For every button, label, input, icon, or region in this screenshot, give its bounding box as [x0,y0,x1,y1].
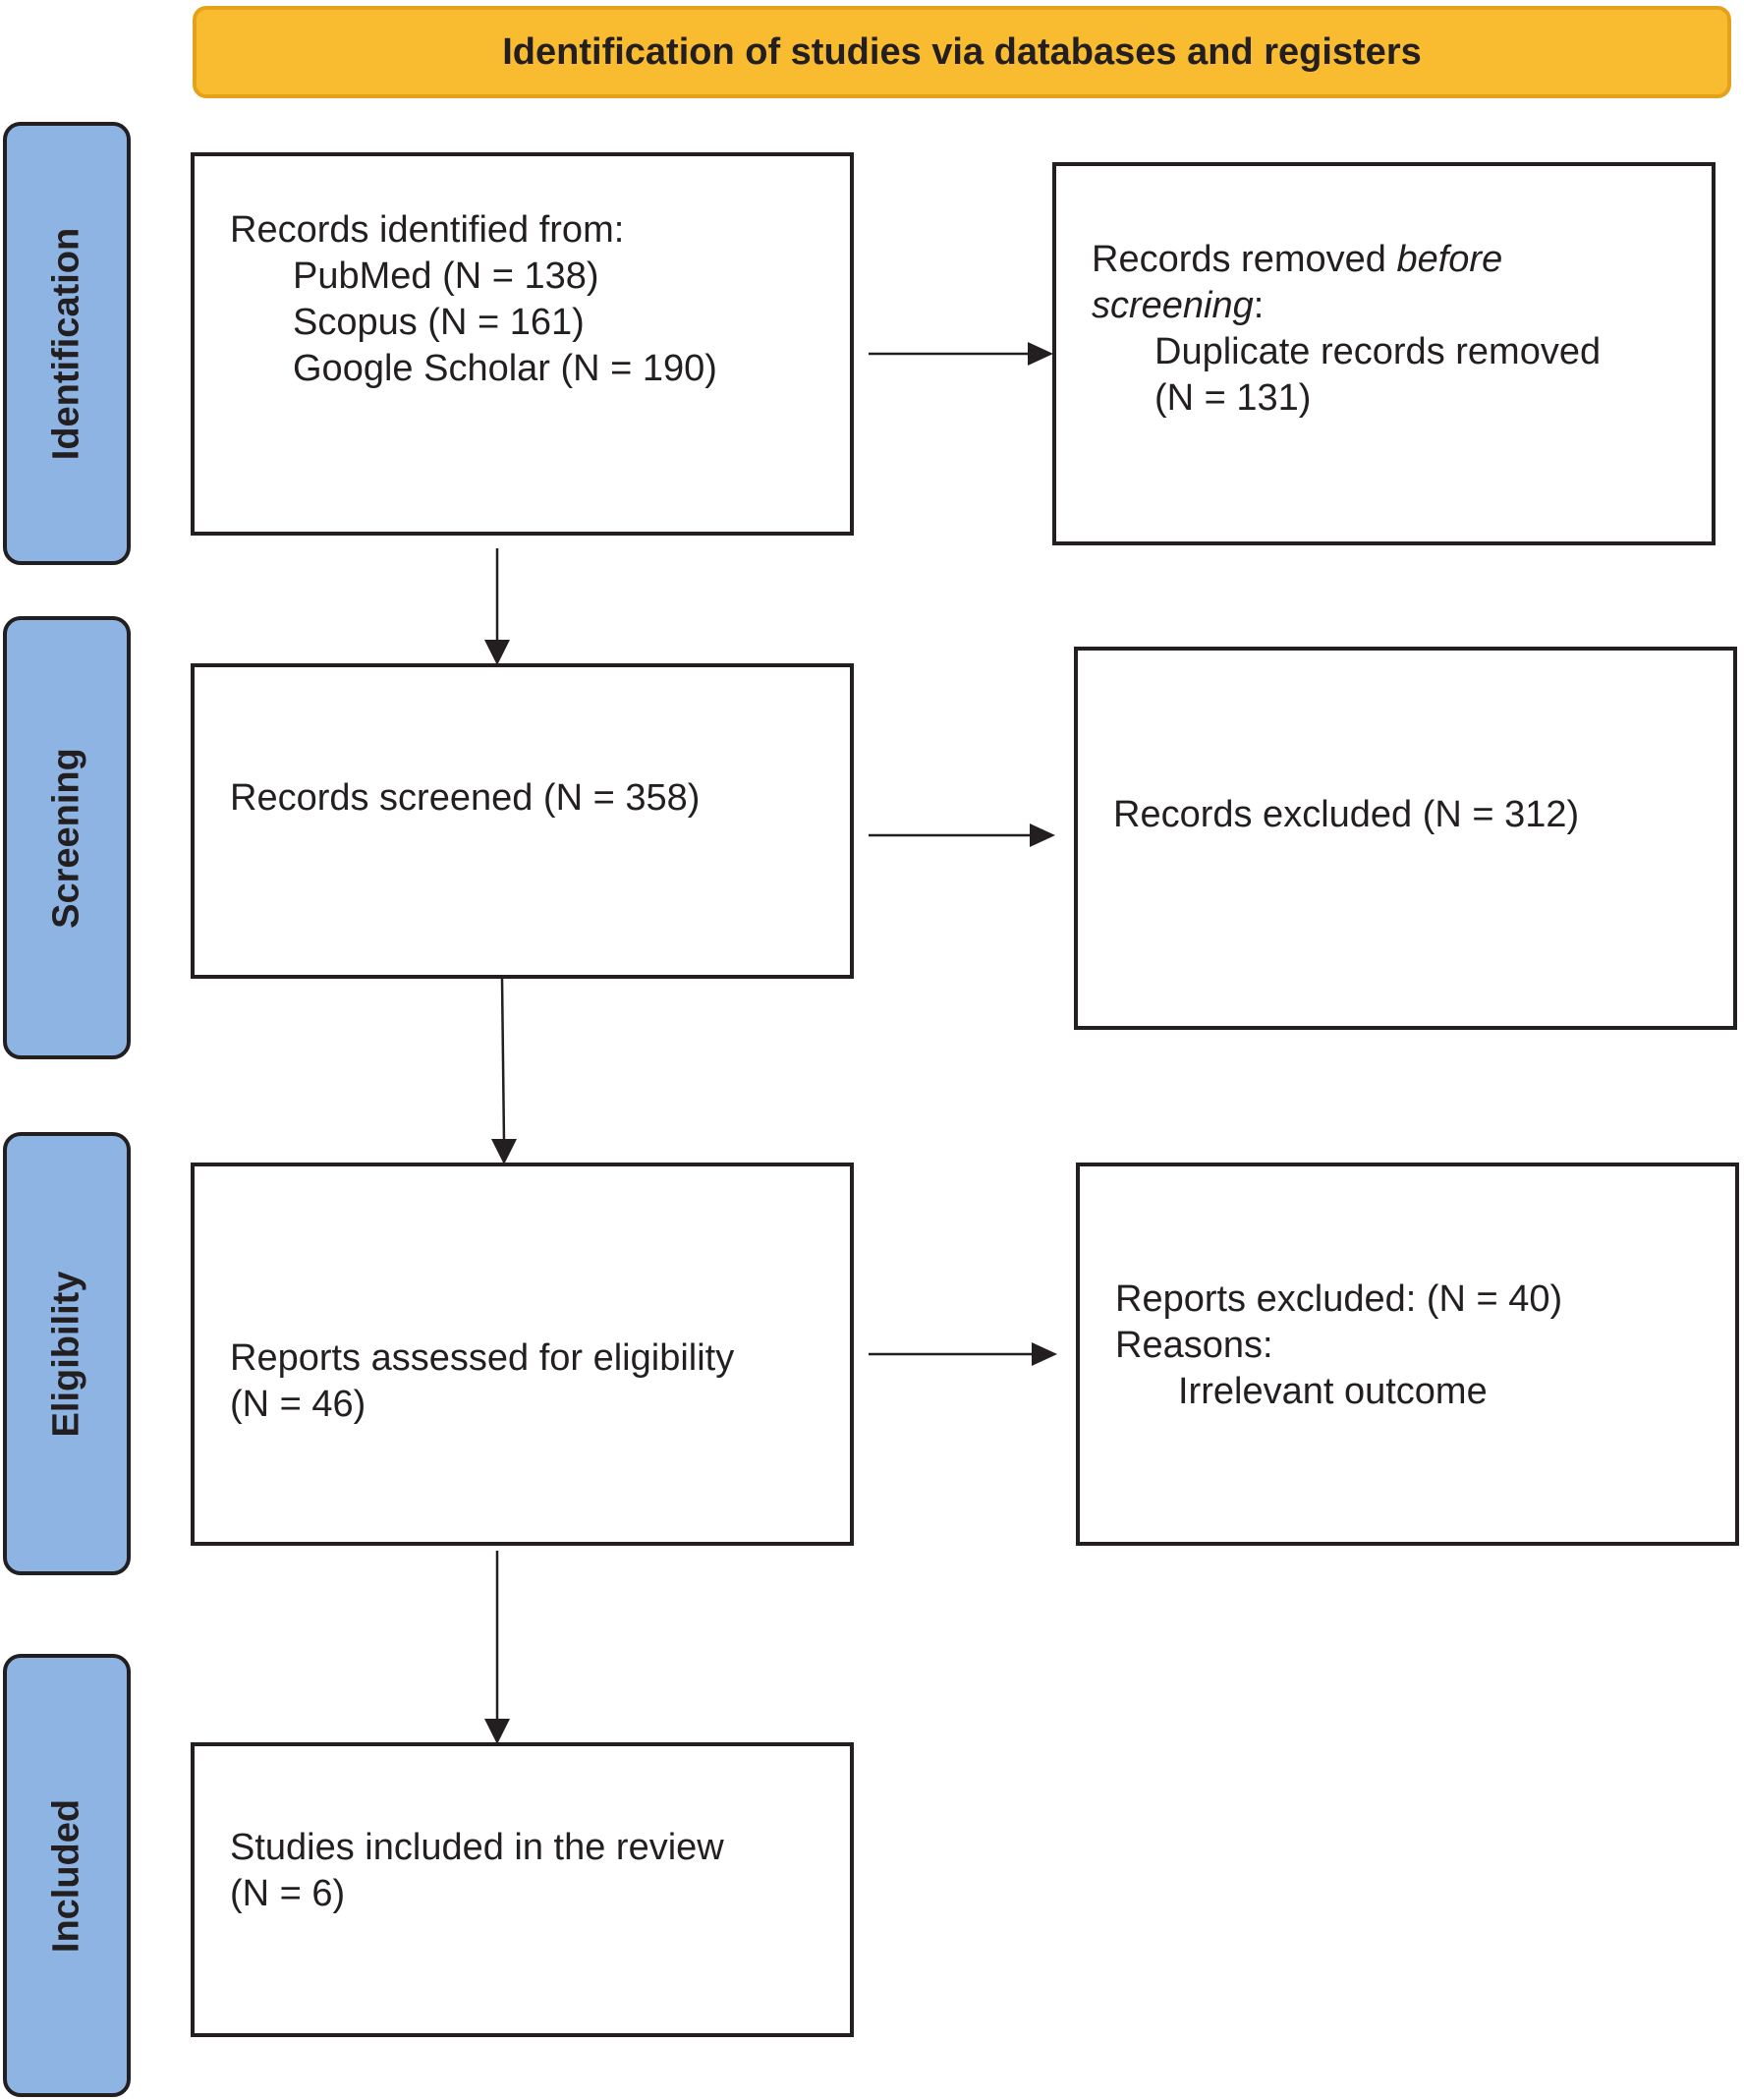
reports-assessed-box: Reports assessed for eligibility (N = 46… [191,1163,854,1546]
records-identified-box: Records identified from: PubMed (N = 138… [191,152,854,536]
arrowhead-assessed-to-excluded [1032,1342,1057,1366]
duplicate-records-removed: Duplicate records removed [1154,331,1602,372]
records-excluded-box: Records excluded (N = 312) [1074,647,1737,1030]
reports-excluded-box: Reports excluded: (N = 40) Reasons: Irre… [1076,1163,1739,1546]
records-excluded-text: Records excluded (N = 312) [1113,794,1580,835]
reports-assessed-line1: Reports assessed for eligibility [230,1337,735,1379]
studies-included-line1: Studies included in the review [230,1827,724,1868]
arrowhead-identified-to-screened [484,640,510,665]
records-removed-title-line2: screening: [1092,283,1264,329]
records-screened-text: Records screened (N = 358) [230,777,701,819]
reports-excluded-reasons: Reasons: [1115,1325,1273,1366]
records-removed-box: Records removed before screening: Duplic… [1052,162,1716,545]
header-banner: Identification of studies via databases … [193,6,1731,98]
arrowhead-identified-to-removed [1028,342,1053,366]
records-identified-heading: Records identified from: [230,209,625,251]
records-screened-box: Records screened (N = 358) [191,663,854,979]
stage-included: Included [3,1654,131,2097]
reports-excluded-reason-item: Irrelevant outcome [1178,1371,1488,1412]
source-google-scholar: Google Scholar (N = 190) [293,348,717,389]
records-removed-before: before [1396,239,1503,280]
stage-eligibility: Eligibility [3,1132,131,1575]
stage-screening: Screening [3,616,131,1059]
arrowhead-screened-to-excluded [1030,823,1055,847]
reports-assessed-line2: (N = 46) [230,1384,366,1425]
stage-identification: Identification [3,122,131,565]
header-title: Identification of studies via databases … [502,30,1422,73]
arrowhead-screened-to-assessed [491,1139,517,1164]
arrowhead-assessed-to-included [484,1719,510,1744]
records-removed-prefix: Records removed [1092,239,1397,280]
records-removed-colon: : [1253,285,1265,326]
records-removed-screening: screening [1092,285,1254,326]
studies-included-box: Studies included in the review (N = 6) [191,1742,854,2037]
source-pubmed: PubMed (N = 138) [293,255,599,297]
reports-excluded-line1: Reports excluded: (N = 40) [1115,1278,1563,1320]
records-removed-title-line1: Records removed before [1092,237,1502,283]
source-scopus: Scopus (N = 161) [293,302,585,343]
studies-included-line2: (N = 6) [230,1873,346,1914]
duplicate-records-count: (N = 131) [1154,377,1312,419]
arrow-screened-to-assessed [500,978,506,1144]
